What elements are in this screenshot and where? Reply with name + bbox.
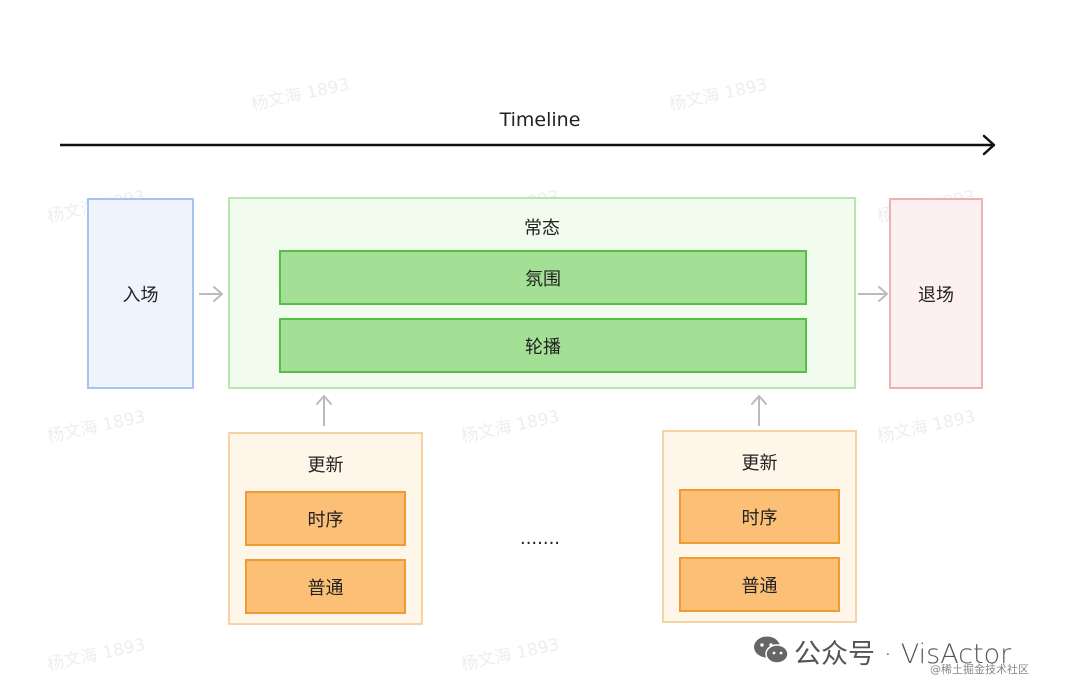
timeline-label: Timeline bbox=[499, 109, 581, 131]
arrow-right-icon bbox=[199, 286, 223, 302]
timing-bar: 时序 bbox=[679, 489, 840, 544]
watermark: 杨文海 1893 bbox=[875, 406, 978, 448]
footer: 公众号 · VisActor bbox=[752, 630, 1072, 670]
exit-stage-box: 退场 bbox=[889, 198, 983, 389]
steady-stage-box: 常态 氛围 轮播 bbox=[228, 197, 856, 389]
arrow-up-icon bbox=[751, 395, 767, 426]
community-watermark-text: @稀土掘金技术社区 bbox=[930, 663, 1029, 676]
footer-brand-text: 公众号 · VisActor bbox=[794, 639, 1012, 670]
watermark: 杨文海 1893 bbox=[249, 74, 352, 116]
normal-bar: 普通 bbox=[245, 559, 406, 614]
normal-bar: 普通 bbox=[679, 557, 840, 612]
ellipsis: ....... bbox=[519, 527, 561, 549]
update-title: 更新 bbox=[741, 453, 778, 474]
watermark: 杨文海 1893 bbox=[667, 74, 770, 116]
update-box: 更新 时序 普通 bbox=[662, 430, 857, 623]
arrow-up-icon bbox=[316, 395, 332, 426]
update-title: 更新 bbox=[307, 455, 344, 476]
carousel-bar: 轮播 bbox=[279, 318, 807, 373]
timeline-arrow bbox=[60, 134, 996, 156]
enter-stage-box: 入场 bbox=[87, 198, 194, 389]
wechat-icon bbox=[754, 636, 789, 664]
atmosphere-bar: 氛围 bbox=[279, 250, 807, 305]
steady-stage-title: 常态 bbox=[524, 218, 560, 239]
arrow-right-icon bbox=[858, 286, 888, 302]
timing-bar: 时序 bbox=[245, 491, 406, 546]
watermark: 杨文海 1893 bbox=[459, 406, 562, 448]
watermark: 杨文海 1893 bbox=[45, 406, 148, 448]
watermark: 杨文海 1893 bbox=[459, 634, 562, 676]
watermark: 杨文海 1893 bbox=[45, 634, 148, 676]
update-box: 更新 时序 普通 bbox=[228, 432, 423, 625]
